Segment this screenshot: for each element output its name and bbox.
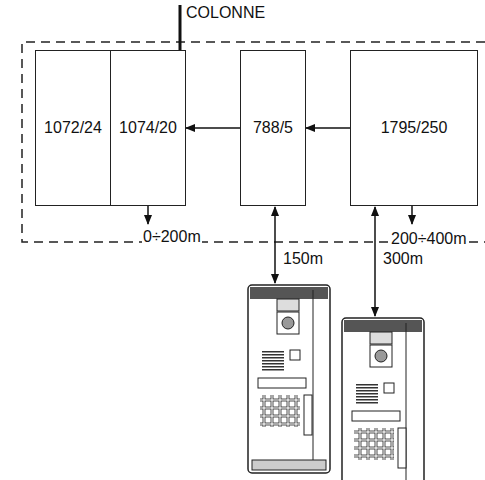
dimension-label: 0÷200m bbox=[142, 228, 202, 246]
device-box: 788/5 bbox=[240, 50, 306, 206]
device-box: 1072/24 bbox=[35, 50, 111, 206]
distance-arrow bbox=[374, 207, 376, 316]
dimension-label: 300m bbox=[382, 250, 424, 268]
device-code: 788/5 bbox=[253, 119, 293, 137]
signal-arrow bbox=[306, 127, 350, 129]
dashed-enclosure bbox=[22, 42, 485, 242]
range-arrow bbox=[147, 206, 149, 224]
dimension-label: 200÷400m bbox=[390, 230, 468, 248]
riser-line bbox=[179, 5, 182, 50]
distance-arrow bbox=[274, 207, 276, 283]
device-box: 1074/20 bbox=[110, 50, 186, 206]
device-box: 1795/250 bbox=[350, 50, 478, 206]
door-panel bbox=[342, 318, 424, 480]
device-code: 1074/20 bbox=[119, 119, 177, 137]
dimension-label: 150m bbox=[282, 250, 324, 268]
door-panel bbox=[248, 285, 330, 473]
signal-arrow bbox=[186, 127, 240, 129]
device-code: 1072/24 bbox=[44, 119, 102, 137]
range-arrow bbox=[411, 206, 413, 224]
device-code: 1795/250 bbox=[381, 119, 448, 137]
dimension-label: COLONNE bbox=[185, 4, 266, 22]
